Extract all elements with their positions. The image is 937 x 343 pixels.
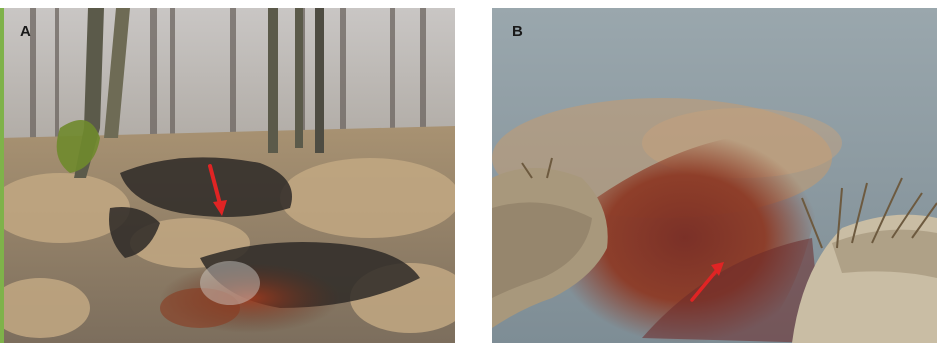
photo-forest-wetland xyxy=(0,8,455,343)
arrow-a-icon xyxy=(208,164,227,216)
panel-a-edge-accent xyxy=(0,8,4,343)
panel-label-a: A xyxy=(20,23,31,40)
photo-panel-a: A xyxy=(0,8,455,343)
arrow-b-icon xyxy=(690,262,724,302)
photo-lake-shore xyxy=(492,8,937,343)
photo-panel-b: B xyxy=(492,8,937,343)
panel-label-b: B xyxy=(512,23,523,40)
